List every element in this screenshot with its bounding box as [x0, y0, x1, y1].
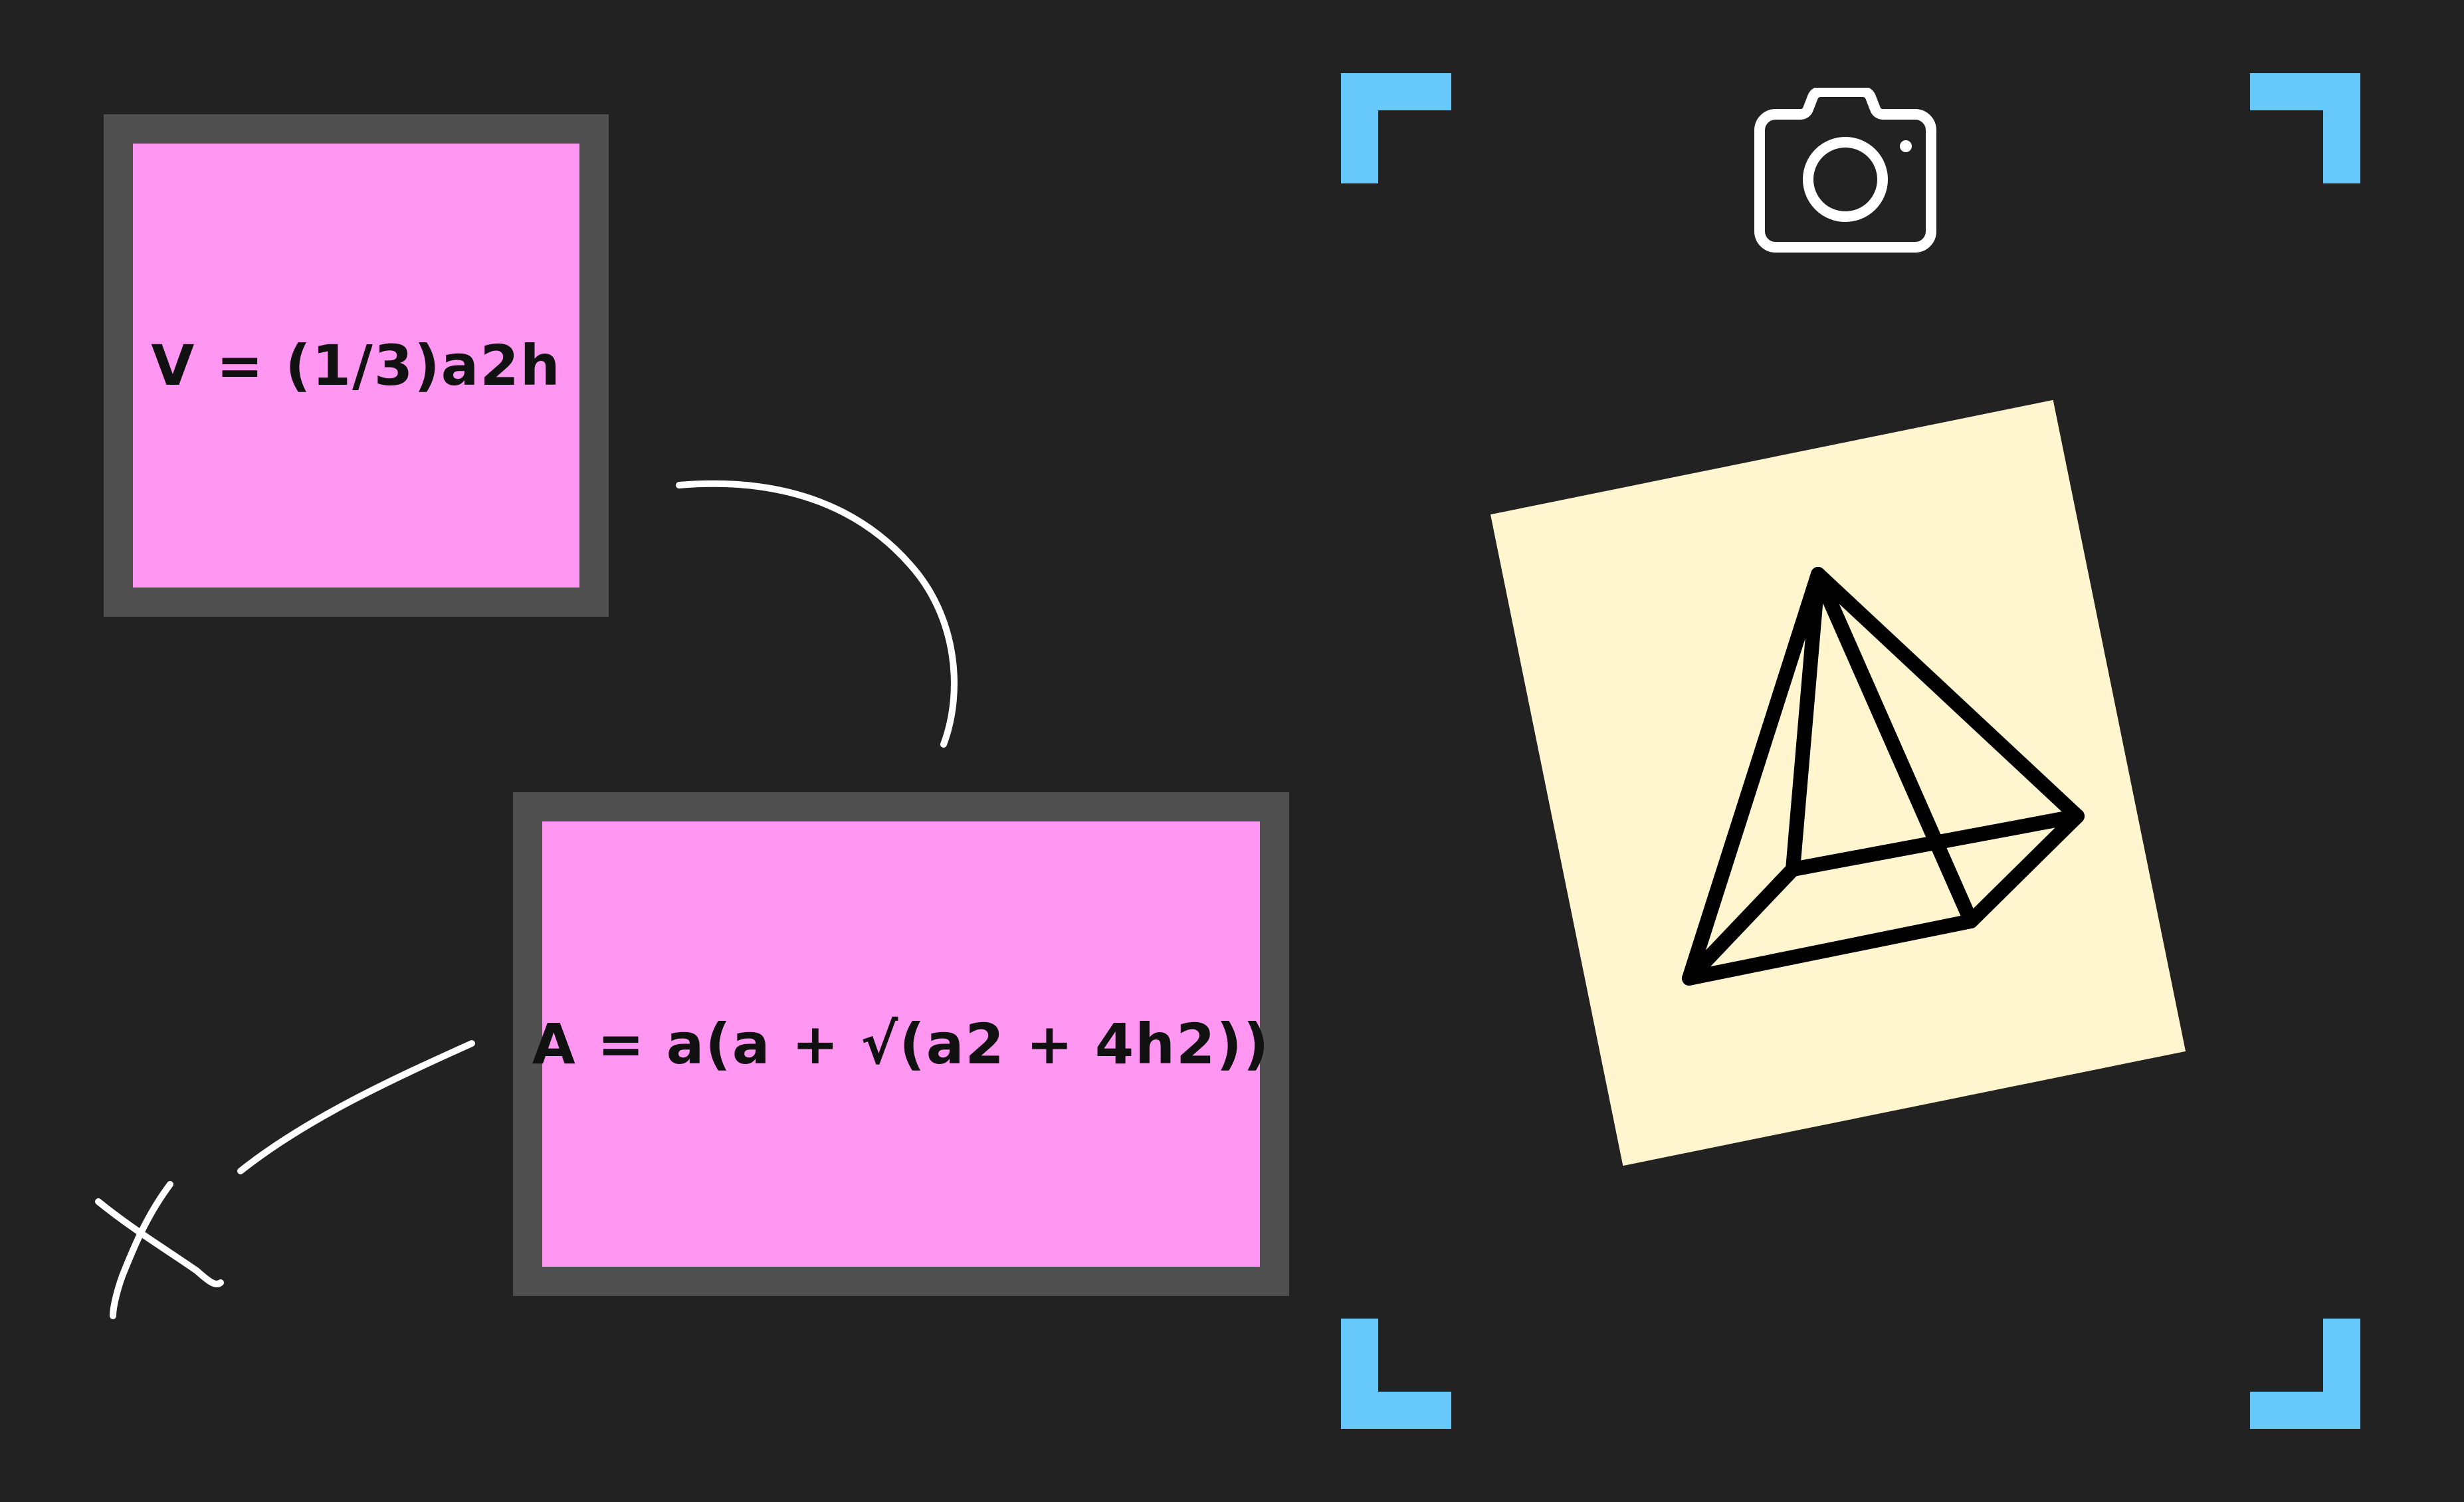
viewfinder-corner-bottom-left-icon — [1341, 1319, 1451, 1429]
viewfinder-corner-top-right-icon — [2250, 73, 2360, 183]
area-formula-card[interactable]: A = a(a + √(a2 + 4h2)) — [513, 792, 1289, 1296]
volume-formula-text: V = (1/3)a2h — [151, 333, 562, 398]
pyramid-icon — [1682, 567, 2085, 986]
connector-line — [237, 1040, 475, 1174]
connector-arc — [676, 480, 958, 748]
camera-icon[interactable] — [1749, 88, 1942, 257]
viewfinder-corner-bottom-right-icon — [2250, 1319, 2360, 1429]
volume-formula-card[interactable]: V = (1/3)a2h — [104, 114, 609, 617]
cross-mark-icon — [95, 1181, 224, 1319]
area-formula-text: A = a(a + √(a2 + 4h2)) — [532, 1012, 1271, 1077]
viewfinder-corner-top-left-icon — [1341, 73, 1451, 183]
